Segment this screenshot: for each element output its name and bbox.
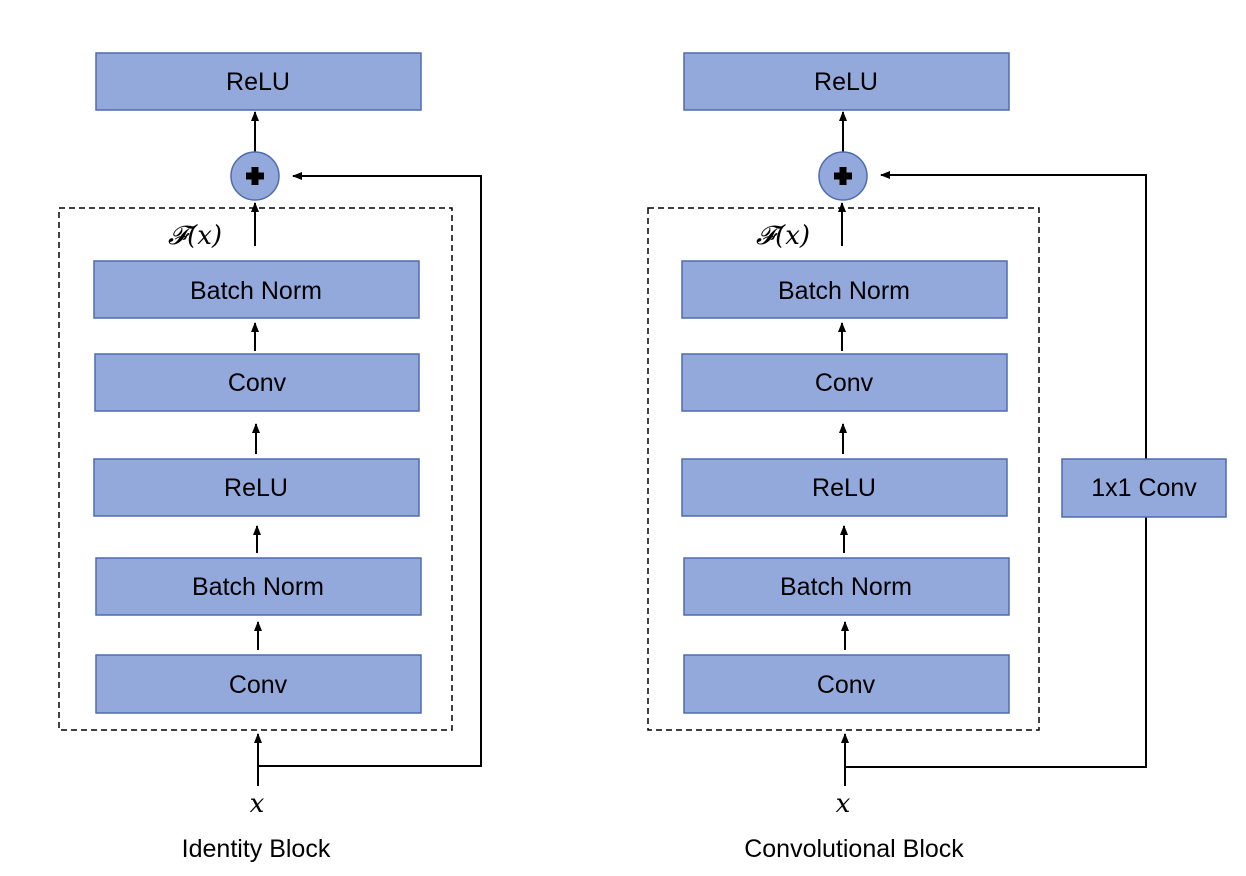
identity-input-label: 𝑥: [250, 789, 265, 819]
conv-top-relu: ReLU: [683, 52, 1010, 111]
plus-icon: [246, 167, 264, 185]
identity-layer-batchnorm-1: Batch Norm: [95, 557, 422, 616]
conv-layer-conv-2-label: Conv: [815, 369, 874, 397]
plus-icon: [834, 167, 852, 185]
conv-layer-batchnorm-1: Batch Norm: [683, 557, 1010, 616]
conv-layer-relu-label: ReLU: [812, 474, 876, 502]
conv-sum-node: [818, 151, 868, 201]
conv-residual-label: 𝓕(𝑥): [756, 221, 810, 251]
conv-input-label: 𝑥: [836, 789, 851, 819]
conv-shortcut-1x1-conv: 1x1 Conv: [1061, 458, 1227, 518]
identity-layer-conv-1-label: Conv: [229, 671, 288, 699]
conv-skip-connection-lower: [845, 517, 1147, 768]
identity-block: ReLU 𝓕(𝑥) Batch Norm Conv: [58, 52, 482, 863]
conv-shortcut-label: 1x1 Conv: [1091, 474, 1197, 502]
convolutional-block: ReLU 𝓕(𝑥) Batch Norm Conv ReLU: [647, 52, 1227, 863]
identity-layer-conv-1: Conv: [95, 654, 422, 714]
identity-layer-conv-2-label: Conv: [228, 369, 287, 397]
identity-layer-conv-2: Conv: [94, 353, 420, 412]
identity-layer-batchnorm-1-label: Batch Norm: [192, 573, 324, 601]
identity-layer-relu: ReLU: [93, 458, 420, 517]
conv-layer-conv-1-label: Conv: [817, 671, 876, 699]
conv-top-relu-label: ReLU: [814, 68, 878, 96]
conv-layer-conv-2: Conv: [681, 353, 1008, 412]
identity-layer-batchnorm-2-label: Batch Norm: [190, 277, 322, 305]
identity-residual-label: 𝓕(𝑥): [168, 221, 222, 251]
identity-block-caption: Identity Block: [182, 835, 331, 863]
identity-skip-connection: [258, 172, 482, 767]
identity-layer-relu-label: ReLU: [224, 474, 288, 502]
conv-layer-conv-1: Conv: [683, 654, 1010, 714]
conv-layer-batchnorm-2: Batch Norm: [681, 260, 1008, 319]
convolutional-block-caption: Convolutional Block: [744, 835, 964, 863]
identity-top-relu-label: ReLU: [226, 68, 290, 96]
conv-layer-batchnorm-1-label: Batch Norm: [780, 573, 912, 601]
identity-layer-batchnorm-2: Batch Norm: [93, 260, 420, 319]
identity-sum-node: [230, 151, 280, 201]
identity-residual-region: [58, 207, 453, 731]
conv-skip-connection-upper: [880, 171, 1147, 459]
conv-layer-batchnorm-2-label: Batch Norm: [778, 277, 910, 305]
identity-top-relu: ReLU: [95, 52, 422, 111]
conv-layer-relu: ReLU: [681, 458, 1008, 517]
